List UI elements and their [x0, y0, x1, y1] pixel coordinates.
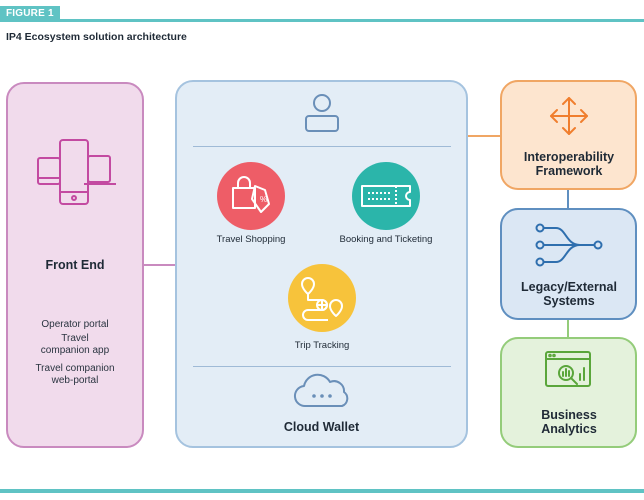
user-icon: [305, 94, 339, 132]
center-top-divider: [193, 146, 451, 147]
footer-rule: [0, 489, 644, 493]
branching-icon: [535, 223, 603, 267]
devices-icon: [37, 139, 116, 205]
connector-frontend-center: [144, 264, 175, 266]
front-end-item: Travel companion app: [40, 333, 110, 356]
figure-tag: FIGURE 1: [0, 6, 60, 21]
travel-shopping-circle: %: [217, 162, 285, 230]
center-panel: [175, 80, 468, 448]
header-rule: [0, 19, 644, 22]
legacy-title: Legacy/External Systems: [521, 280, 617, 308]
connector-legacy-analytics: [567, 320, 569, 337]
front-end-panel: [6, 82, 144, 448]
front-end-title: Front End: [45, 258, 105, 272]
analytics-title: Business Analytics: [541, 408, 597, 436]
figure-title: IP4 Ecosystem solution architecture: [6, 31, 187, 43]
booking-ticketing-circle: [352, 162, 420, 230]
trip-tracking-circle: [288, 264, 356, 332]
front-end-item: Travel companion web-portal: [35, 363, 115, 386]
analytics-icon: [545, 351, 591, 387]
analytics-panel: [500, 337, 637, 448]
connector-interop-legacy: [567, 190, 569, 208]
cloud-wallet-label: Cloud Wallet: [283, 420, 360, 434]
front-end-item: Operator portal: [41, 319, 109, 330]
move-arrows-icon: [550, 97, 588, 135]
interop-title: Interoperability Framework: [523, 150, 615, 178]
trip-tracking-label: Trip Tracking: [294, 340, 350, 351]
travel-shopping-label: Travel Shopping: [216, 234, 286, 245]
center-bottom-divider: [193, 366, 451, 367]
legacy-panel: [500, 208, 637, 320]
connector-center-interop: [468, 135, 500, 137]
booking-ticketing-label: Booking and Ticketing: [339, 234, 433, 245]
cloud-icon: [294, 373, 349, 408]
svg-text:%: %: [260, 195, 267, 204]
